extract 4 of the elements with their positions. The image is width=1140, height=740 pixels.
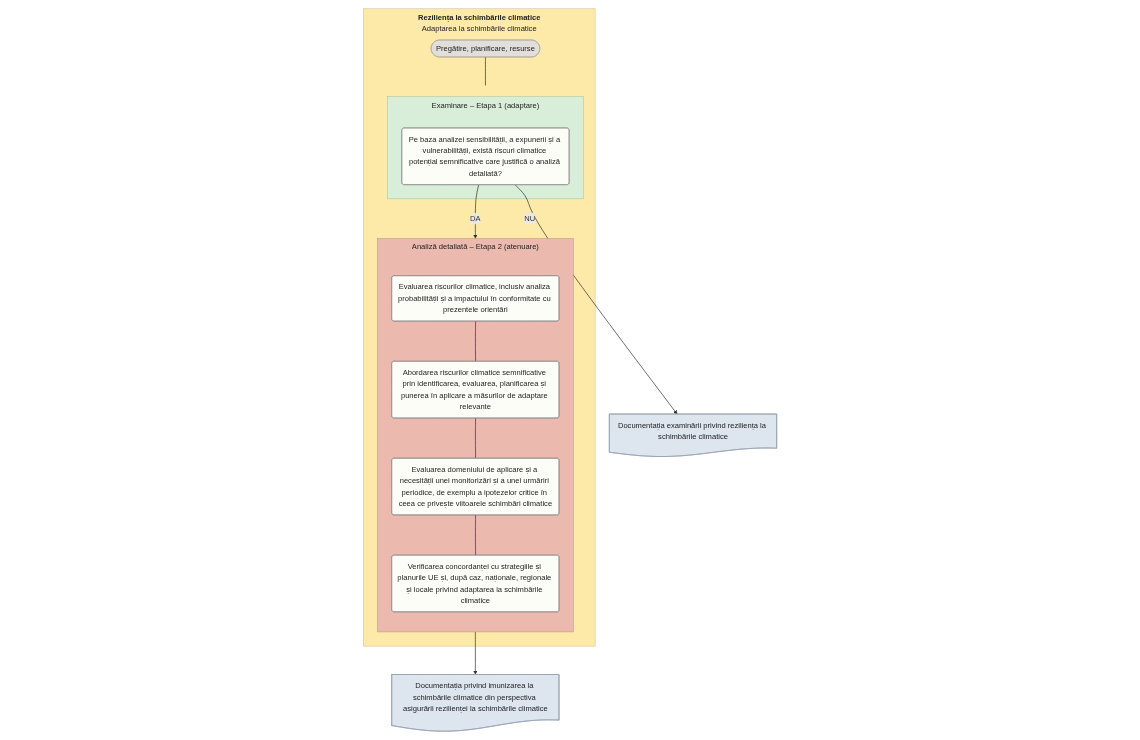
connector	[475, 514, 476, 556]
connector	[475, 417, 476, 459]
connector	[475, 320, 476, 362]
connector	[485, 56, 486, 86]
